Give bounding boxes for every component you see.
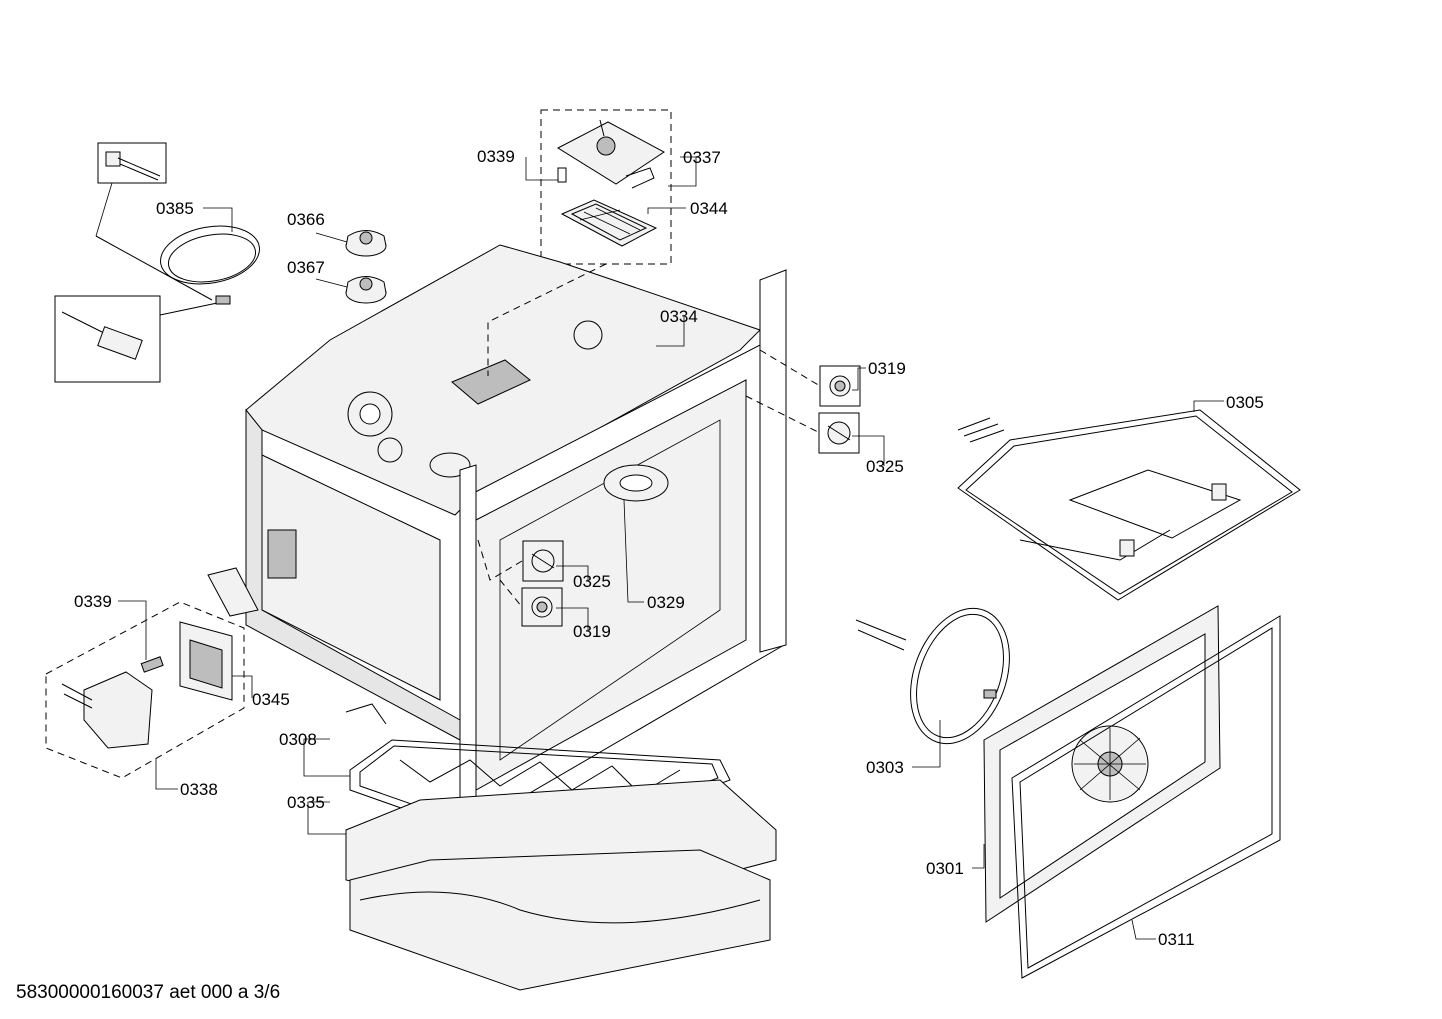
fastener-box-lower-0319 bbox=[521, 587, 563, 627]
lamp-holder-illustration bbox=[556, 119, 665, 189]
fastener-box-lower-0325 bbox=[522, 540, 564, 582]
lamp-glass-cover-illustration bbox=[560, 199, 658, 247]
leader-lines bbox=[118, 156, 1224, 940]
fastener-box-upper-0319 bbox=[819, 365, 861, 407]
door-seal-illustration bbox=[1011, 615, 1281, 979]
part-label-0319-upper: 0319 bbox=[868, 359, 906, 378]
part-label-0338: 0338 bbox=[180, 780, 218, 799]
part-label-0339-lower: 0339 bbox=[74, 592, 112, 611]
part-label-0345: 0345 bbox=[252, 690, 290, 709]
fastener-box-upper-0325 bbox=[818, 412, 860, 454]
part-label-0305: 0305 bbox=[1226, 393, 1264, 412]
drawing-reference-footer: 58300000160037 aet 000 a 3/6 bbox=[16, 982, 280, 1003]
part-label-0319-lower: 0319 bbox=[573, 622, 611, 641]
thermostat-illustration bbox=[61, 656, 164, 749]
oven-cap-upper-illustration bbox=[345, 230, 387, 257]
insulation-mat-illustration bbox=[345, 779, 777, 991]
top-grill-element-illustration bbox=[957, 409, 1301, 601]
oven-cavity-illustration bbox=[207, 244, 787, 823]
part-label-0325-lower: 0325 bbox=[573, 572, 611, 591]
thermostat-seal-illustration bbox=[179, 621, 233, 701]
part-label-0334: 0334 bbox=[660, 307, 698, 326]
back-panel-illustration bbox=[983, 605, 1221, 923]
part-label-0303: 0303 bbox=[866, 758, 904, 777]
part-label-0311: 0311 bbox=[1158, 930, 1195, 949]
part-label-0308: 0308 bbox=[279, 730, 317, 749]
part-label-0344: 0344 bbox=[690, 199, 728, 218]
oven-cap-lower-illustration bbox=[345, 276, 387, 304]
temperature-sensor-illustration bbox=[54, 142, 260, 383]
part-label-0339-top: 0339 bbox=[477, 147, 515, 166]
part-labels: 0385 0366 0367 0339 0337 0344 0334 0319 … bbox=[74, 147, 1264, 949]
thermostat-group-frame bbox=[45, 601, 245, 779]
part-label-0366: 0366 bbox=[287, 210, 325, 229]
part-label-0329: 0329 bbox=[647, 593, 685, 612]
part-label-0335: 0335 bbox=[287, 793, 325, 812]
circular-heater-illustration bbox=[855, 607, 1010, 745]
part-label-0301: 0301 bbox=[926, 859, 964, 878]
part-label-0325-upper: 0325 bbox=[866, 457, 904, 476]
part-label-0337: 0337 bbox=[683, 148, 721, 167]
assembly-dashed-lines bbox=[477, 263, 821, 608]
part-label-0367: 0367 bbox=[287, 258, 325, 277]
part-label-0385: 0385 bbox=[156, 199, 194, 218]
